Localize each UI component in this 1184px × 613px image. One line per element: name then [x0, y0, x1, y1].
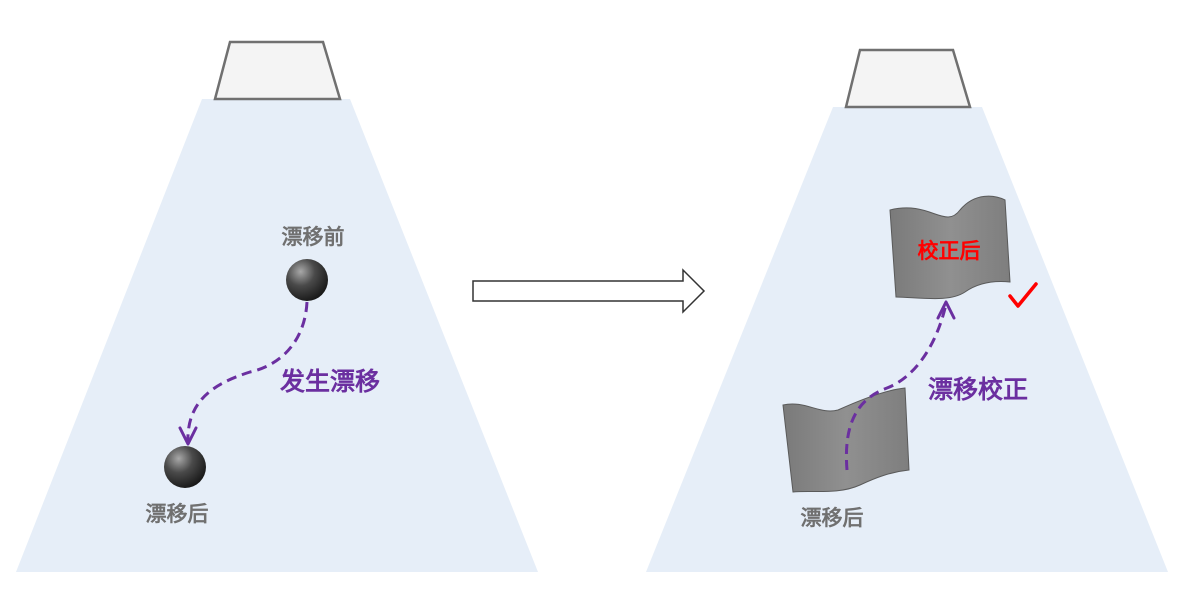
left-label-drift: 发生漂移	[279, 367, 380, 396]
left-drift-path	[186, 301, 309, 445]
right-projection-beam	[646, 107, 1168, 572]
right-label-correction: 漂移校正	[928, 375, 1028, 404]
right-panel: 校正后 漂移校正 漂移后	[646, 48, 1168, 572]
left-projector-icon	[213, 40, 342, 101]
left-panel: 漂移前 发生漂移 漂移后	[16, 40, 538, 572]
right-label-corrected: 校正后	[918, 239, 981, 263]
left-label-before-drift: 漂移前	[282, 225, 345, 249]
left-drift-arrowhead-icon	[178, 426, 198, 446]
correction-path	[844, 303, 948, 471]
right-projector-icon	[844, 48, 972, 109]
drifted-surface	[782, 387, 910, 493]
correction-arrowhead-icon	[936, 300, 956, 320]
ball-before-drift	[286, 259, 328, 301]
left-label-after-drift: 漂移后	[146, 502, 209, 526]
transition-arrow-icon	[472, 268, 706, 314]
corrected-surface	[889, 195, 1011, 300]
ball-after-drift	[164, 446, 206, 488]
left-projection-beam	[16, 99, 538, 572]
right-label-after-drift: 漂移后	[801, 506, 864, 530]
check-icon	[1008, 282, 1038, 308]
